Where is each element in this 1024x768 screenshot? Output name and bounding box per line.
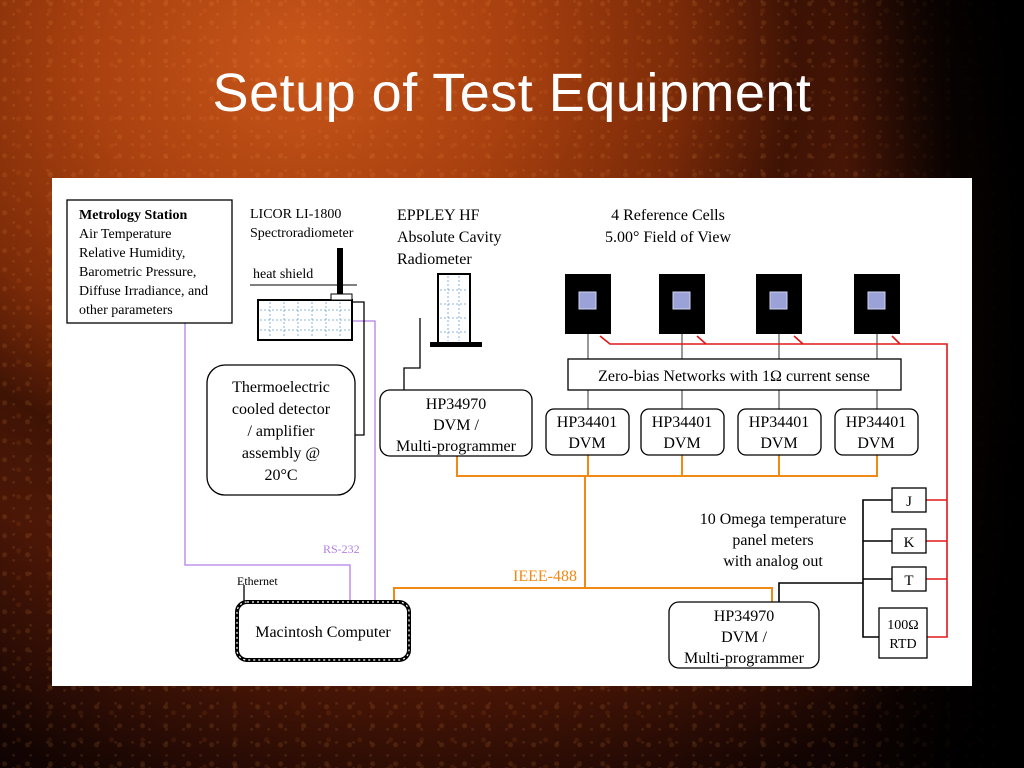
ref-cells-label: 4 Reference Cells	[611, 207, 725, 224]
slide-title: Setup of Test Equipment	[212, 63, 812, 123]
hp34401-dvm: HP34401 DVM	[737, 408, 822, 456]
dvm-model: HP34401	[652, 414, 712, 431]
dvm-model: HP34401	[557, 414, 617, 431]
hp34970-top-line: DVM /	[433, 417, 479, 434]
radiometer-icon	[430, 273, 482, 347]
omega-label: with analog out	[723, 553, 823, 570]
computer-label: Macintosh Computer	[255, 624, 391, 641]
eppley-label: EPPLEY HF	[397, 207, 480, 224]
tec-line: assembly @	[242, 445, 320, 462]
rs232-label: RS-232	[323, 542, 360, 556]
ref-cells-label: 5.00° Field of View	[605, 229, 731, 246]
heat-shield-label: heat shield	[253, 267, 313, 282]
hp34970-top-line: HP34970	[426, 396, 486, 413]
hp34970-bottom-line: HP34970	[714, 608, 774, 625]
ethernet-label: Ethernet	[237, 574, 278, 588]
rtd-label: RTD	[889, 637, 916, 652]
hp34401-dvm: HP34401 DVM	[545, 408, 630, 456]
hp34970-top-line: Multi-programmer	[396, 438, 517, 455]
rtd-value: 100Ω	[887, 618, 918, 633]
tec-line: / amplifier	[247, 423, 315, 440]
hp34970-bottom-box	[668, 601, 820, 669]
metrology-line: other parameters	[79, 303, 173, 318]
metrology-line: Air Temperature	[79, 227, 171, 242]
ieee488-label: IEEE-488	[513, 568, 577, 585]
licor-label: Spectroradiometer	[250, 226, 354, 241]
dvm-label: DVM	[857, 435, 894, 452]
sensor-label: T	[904, 573, 913, 589]
setup-diagram: Metrology Station Air Temperature Relati…	[66, 199, 948, 669]
reference-cell-icon	[565, 274, 611, 334]
metrology-line: Relative Humidity,	[79, 246, 185, 261]
sensor-label: K	[904, 535, 915, 551]
reference-cell-icon	[756, 274, 802, 334]
metrology-line: Diffuse Irradiance, and	[79, 284, 208, 299]
thermocouple-k: K	[891, 528, 927, 554]
omega-label: 10 Omega temperature	[700, 511, 847, 528]
hp34970-bottom-line: Multi-programmer	[684, 650, 805, 667]
tec-line: 20°C	[264, 467, 297, 484]
sensor-label: J	[906, 494, 912, 510]
licor-label: LICOR LI-1800	[250, 207, 341, 222]
dvm-model: HP34401	[749, 414, 809, 431]
tec-detector-box	[206, 364, 356, 496]
reference-cell-icon	[854, 274, 900, 334]
zero-bias-network-box	[567, 358, 902, 391]
dvm-label: DVM	[663, 435, 700, 452]
diagram-panel: Metrology Station Air Temperature Relati…	[52, 178, 972, 686]
hp34970-bottom-line: DVM /	[721, 629, 767, 646]
omega-label: panel meters	[732, 532, 813, 549]
red-lines	[599, 335, 948, 638]
hp34970-top-box	[379, 389, 533, 457]
hp34401-dvm: HP34401 DVM	[834, 408, 919, 456]
eppley-label: Absolute Cavity	[397, 229, 501, 246]
metrology-station-box	[66, 199, 233, 324]
rs232-lines	[184, 320, 376, 602]
thermocouple-j: J	[891, 487, 927, 513]
macintosh-computer: Macintosh Computer	[235, 600, 411, 662]
sensor-wiring	[778, 499, 892, 638]
licor-probe	[337, 248, 343, 298]
dvm-label: DVM	[760, 435, 797, 452]
spectroradiometer-icon	[257, 293, 353, 341]
zero-bias-label: Zero-bias Networks with 1Ω current sense	[598, 368, 870, 385]
tec-line: Thermoelectric	[232, 379, 330, 396]
metrology-line: Barometric Pressure,	[79, 265, 196, 280]
hp34401-dvm: HP34401 DVM	[640, 408, 725, 456]
dvm-model: HP34401	[846, 414, 906, 431]
dvm-label: DVM	[568, 435, 605, 452]
eppley-label: Radiometer	[397, 251, 472, 268]
thermocouple-t: T	[891, 566, 927, 592]
reference-cell-icon	[659, 274, 705, 334]
metrology-heading: Metrology Station	[79, 208, 187, 223]
tec-line: cooled detector	[232, 401, 331, 418]
ieee488-bus	[393, 454, 878, 602]
rtd-sensor: 100Ω RTD	[878, 607, 928, 659]
